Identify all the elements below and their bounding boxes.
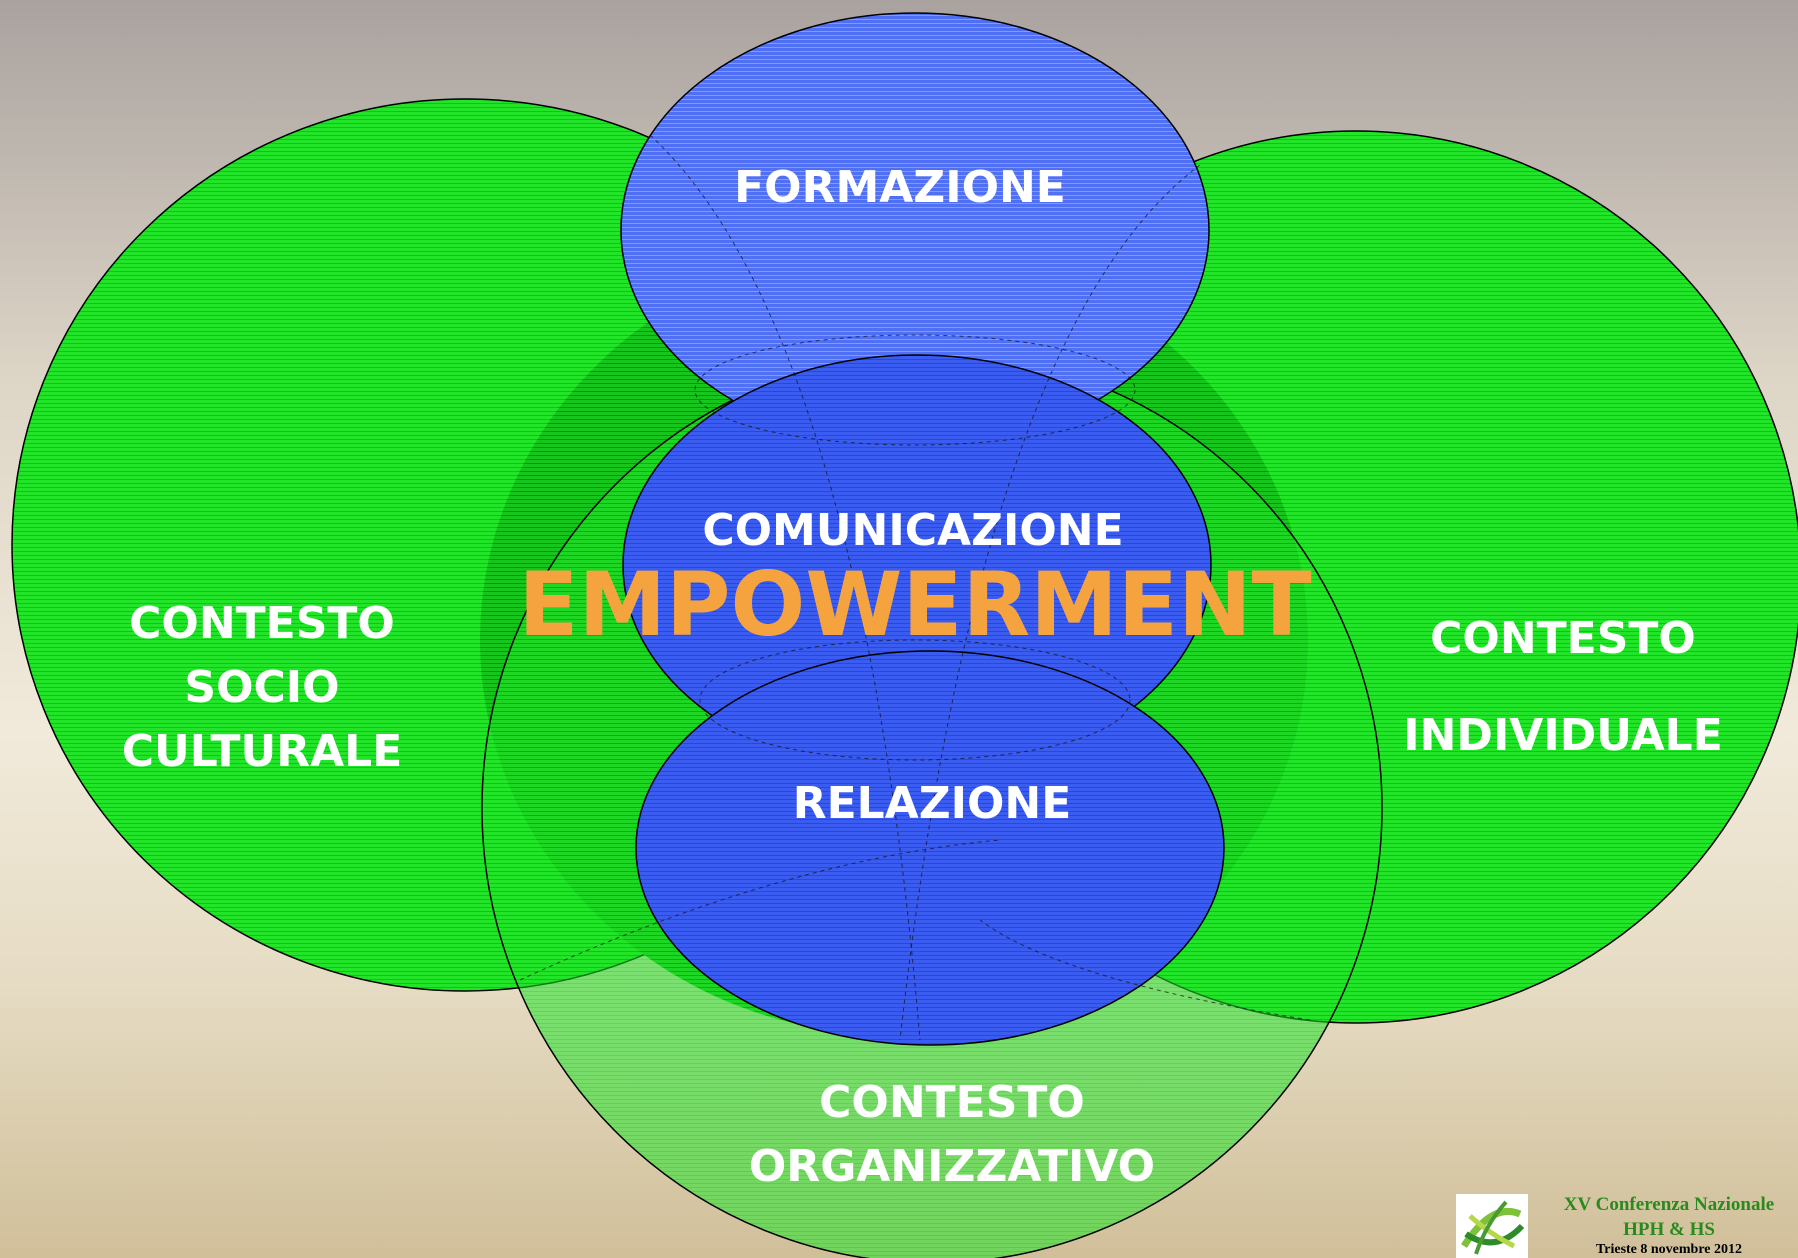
conference-subtitle: HPH & HS — [1623, 1219, 1715, 1240]
organizzativo-label-line2: ORGANIZZATIVO — [749, 1141, 1155, 1192]
dashed-guide-lines — [519, 134, 1311, 1041]
conference-footer: XV Conferenza Nazionale HPH & HS Trieste… — [1456, 1186, 1798, 1258]
conference-date: Trieste 8 novembre 2012 — [1595, 1242, 1743, 1257]
individuale-label-line2: INDIVIDUALE — [1403, 710, 1723, 761]
socio-culturale-label-line3: CULTURALE — [122, 726, 403, 777]
comunicazione-label: COMUNICAZIONE — [702, 505, 1123, 556]
conference-title: XV Conferenza Nazionale — [1563, 1194, 1775, 1215]
empowerment-label: EMPOWERMENT — [518, 553, 1311, 656]
hph-spiral-logo-icon — [1456, 1194, 1528, 1258]
relazione-label: RELAZIONE — [793, 778, 1072, 829]
socio-culturale-label-line1: CONTESTO — [129, 598, 395, 649]
socio-culturale-label-line2: SOCIO — [184, 662, 339, 713]
organizzativo-label-line1: CONTESTO — [819, 1077, 1085, 1128]
individuale-label-line1: CONTESTO — [1430, 613, 1696, 664]
footer-text-block: XV Conferenza Nazionale HPH & HS Trieste… — [1540, 1192, 1798, 1258]
formazione-label: FORMAZIONE — [734, 162, 1066, 213]
relazione-ellipse — [635, 650, 1225, 1046]
